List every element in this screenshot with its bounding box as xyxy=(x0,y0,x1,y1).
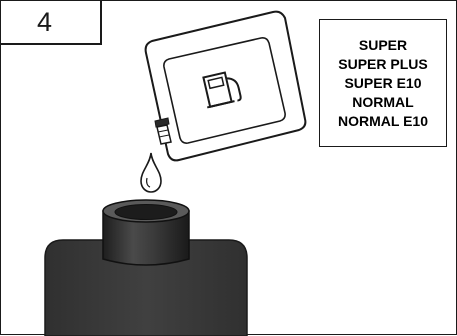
fuel-type-super-e10: SUPER E10 xyxy=(344,74,421,92)
fuel-drop-icon xyxy=(141,153,161,192)
fuel-types-box: SUPER SUPER PLUS SUPER E10 NORMAL NORMAL… xyxy=(319,19,447,147)
step-number-box: 4 xyxy=(1,1,102,45)
fuel-type-normal: NORMAL xyxy=(352,93,413,111)
fuel-type-normal-e10: NORMAL E10 xyxy=(338,112,428,130)
filler-tank xyxy=(45,200,247,336)
fuel-type-super: SUPER xyxy=(359,36,407,54)
fuel-type-super-plus: SUPER PLUS xyxy=(338,55,427,73)
step-number: 4 xyxy=(37,7,52,38)
